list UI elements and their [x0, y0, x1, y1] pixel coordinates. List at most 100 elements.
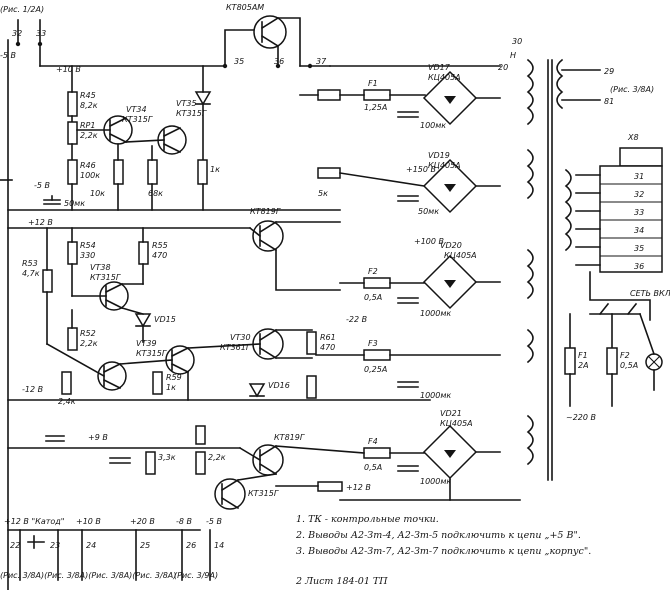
vt35-type: КТ315Г [176, 109, 207, 118]
pin-33: 33 [36, 29, 46, 38]
r46-label: R46 [80, 161, 96, 170]
vd20: VD20 [440, 241, 462, 250]
r53: R53 [22, 259, 38, 268]
wire-top-rail [39, 29, 259, 67]
rp1: RP1 [80, 121, 95, 130]
resistor-r62 [145, 451, 156, 475]
e [258, 462, 278, 476]
wire [119, 359, 173, 365]
bottom-label-5: -5 В [206, 517, 222, 526]
zener-vd15 [134, 313, 152, 328]
mains-f1v: 2А [578, 361, 589, 370]
vd17: VD17 [428, 63, 451, 72]
transformer-primary-top [556, 58, 564, 110]
fuse-mains-f1 [564, 347, 576, 375]
f4v: 0,5А [364, 463, 382, 472]
e [102, 378, 122, 390]
c [258, 328, 278, 342]
r46-val: 100к [80, 171, 100, 180]
transistor-vt-mid [252, 220, 284, 252]
f2v: 0,5А [364, 293, 382, 302]
resistor-r59 [152, 371, 163, 395]
resistor-r48 [113, 159, 124, 185]
vt35-label: VT35 [176, 99, 197, 108]
transistor-vt-stage3a [97, 361, 127, 391]
bridge-vd19 [422, 158, 478, 214]
r54: R54 [80, 241, 96, 250]
wire [339, 172, 425, 187]
bridge-vd21 [422, 424, 478, 480]
vd20t: КЦ405А [444, 251, 477, 260]
top-ref-left: (Рис. 1/2А) [0, 5, 44, 14]
fuse-f3-row4 [363, 349, 391, 361]
bottom-pin-2: 23 [50, 541, 60, 550]
bottom-label-1: +12 В "Катод" [4, 517, 64, 526]
e [220, 496, 240, 510]
c [104, 282, 124, 294]
bottom-pin-3: 24 [86, 541, 96, 550]
f4: F4 [368, 437, 378, 446]
pin-table-33: 33 [634, 208, 644, 217]
wire [638, 312, 656, 356]
rail-minus12: -12 В [22, 385, 43, 394]
note-3: 3. Выводы А2-Зт-7, А2-Зт-7 подключить к … [296, 546, 591, 557]
e [108, 132, 128, 144]
e [170, 362, 190, 374]
resistor-r55 [138, 241, 149, 265]
c [170, 346, 190, 358]
wire [125, 139, 165, 143]
rp1v: 2,2к [80, 131, 98, 140]
transformer-taps [564, 168, 572, 252]
vt38t: КТ315Г [90, 273, 121, 282]
rail-plus150: +150 В [406, 165, 436, 174]
c [108, 116, 128, 128]
pin-32: 32 [12, 29, 22, 38]
top-ref-right: (Рис. 3/8А) [610, 85, 654, 94]
r60: 2,4к [58, 397, 76, 406]
vd17t: КЦ405А [428, 73, 461, 82]
r50-val: 1к [210, 165, 220, 174]
bottom-label-3: +20 В [130, 517, 155, 526]
vt-bottom-label: КТ315Г [248, 489, 279, 498]
f1: F1 [368, 79, 378, 88]
pin-h: H [510, 51, 516, 60]
c-mid1-val: 50мк [64, 199, 85, 208]
pin-20: 20 [498, 63, 508, 72]
vt39: VT39 [136, 339, 157, 348]
rail-plus9: +9 В [88, 433, 108, 442]
resistor-r53 [42, 269, 53, 293]
r61: R61 [320, 333, 336, 342]
r45-label: R45 [80, 91, 96, 100]
rail-minus5-top: -5 В [0, 51, 16, 60]
mains-f2v: 0,5А [620, 361, 638, 370]
wire [275, 249, 341, 291]
c [162, 126, 182, 138]
mains-voltage: ~220 В [566, 413, 596, 422]
e [258, 238, 278, 252]
resistor-r65 [195, 425, 206, 445]
transformer-secondary [526, 58, 553, 481]
r52v: 2,2к [80, 339, 98, 348]
wire [121, 307, 144, 315]
c-mid3-val: 1000мк [420, 391, 451, 400]
vd19: VD19 [428, 151, 450, 160]
e [258, 346, 278, 360]
pin-36: 36 [274, 57, 284, 66]
pin-table-32: 32 [634, 190, 644, 199]
signature: 2 Лист 184-01 ТП [295, 576, 388, 587]
c [102, 362, 122, 374]
pin-37: 37 [316, 57, 327, 66]
collector [260, 16, 280, 30]
vt34-label: VT34 [126, 105, 147, 114]
diode-vd16 [248, 383, 266, 398]
zener-diode [194, 91, 212, 106]
e [162, 142, 182, 154]
lamp-x [647, 355, 661, 369]
vd21t: КЦ405А [440, 419, 473, 428]
fuse-f2-row3 [363, 277, 391, 289]
resistor-r45 [67, 91, 78, 117]
r59v: 1к [166, 383, 176, 392]
c-bot-val: 1000мк [420, 477, 451, 486]
r62: 3,3к [158, 453, 176, 462]
rail-plus100: +100 В [414, 237, 444, 246]
